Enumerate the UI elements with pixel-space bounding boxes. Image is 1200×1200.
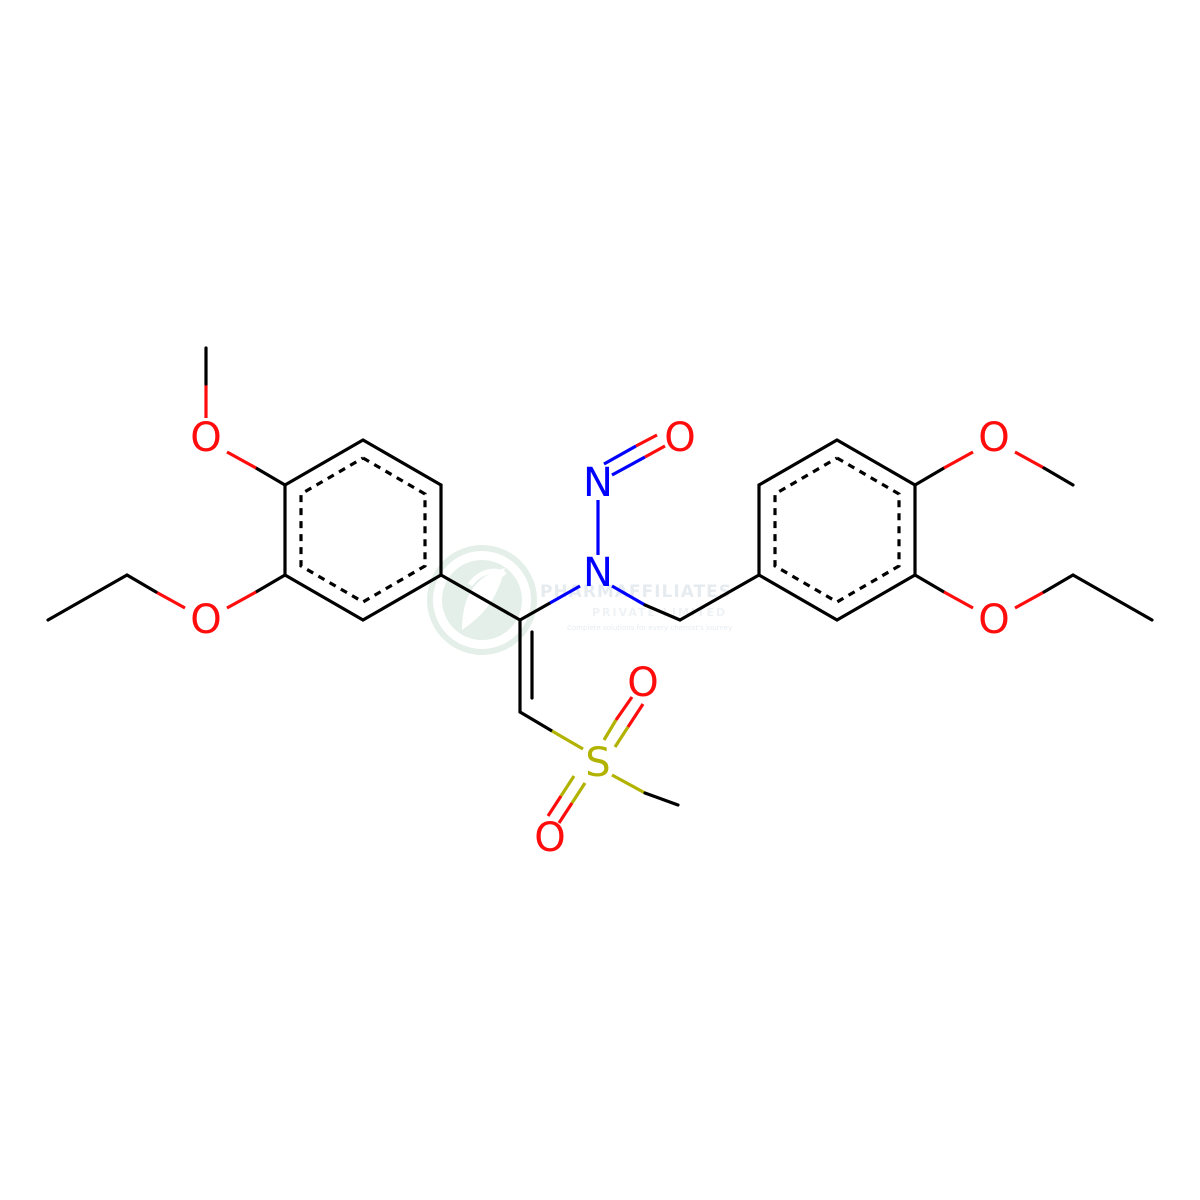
atom-label-n-amine: N: [583, 550, 613, 596]
left-methoxy-group: [204, 346, 287, 487]
atom-label-n-nitroso: N: [583, 460, 613, 506]
right-benzene-ring: [757, 438, 917, 622]
central-linker: [439, 433, 761, 622]
atom-label-o-nitroso: O: [664, 415, 695, 461]
left-benzene-ring: [283, 438, 443, 622]
left-ethoxy-group: [46, 573, 287, 622]
watermark: PHARMAFFILIATES PRIVATE LIMITED Complete…: [427, 545, 732, 655]
atom-labels: O O O N N O O S O O: [190, 415, 1009, 861]
atom-label-o-methoxy-left: O: [190, 415, 221, 461]
atom-label-o-ethoxy-right: O: [978, 597, 1009, 643]
atom-label-o-sulfonyl-top: O: [627, 660, 658, 706]
vinyl-sulfone-group: [518, 618, 680, 824]
atom-label-o-methoxy-right: O: [978, 415, 1009, 461]
watermark-company-name: PHARMAFFILIATES: [540, 582, 732, 602]
atom-label-o-ethoxy-left: O: [190, 597, 221, 643]
atom-label-o-sulfonyl-bottom: O: [534, 815, 565, 861]
watermark-tagline: Complete solutions for every chemist's j…: [567, 624, 732, 632]
right-methoxy-group: [913, 450, 1075, 487]
right-ethoxy-group: [913, 573, 1154, 622]
atom-label-s-sulfonyl: S: [585, 740, 610, 786]
